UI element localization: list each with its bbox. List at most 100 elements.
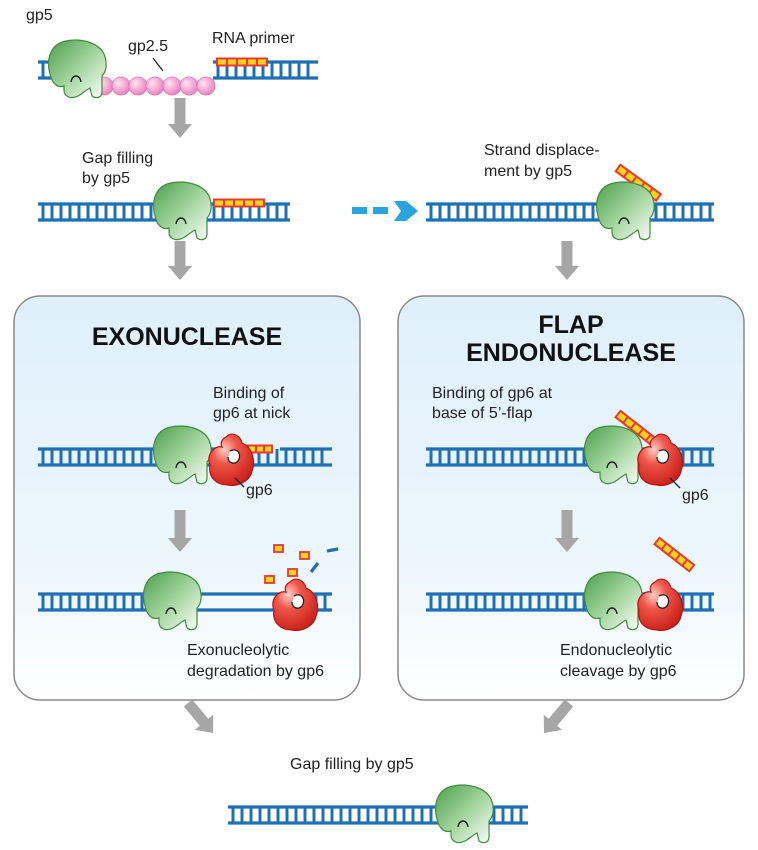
rna-fragment-piece [299,551,310,560]
rna-primers [213,57,696,573]
arrow-shape [168,98,192,138]
gp5-body [47,39,107,99]
rna-primer-divider [660,542,668,551]
dna-fragment [309,562,320,573]
rna-primer-divider [637,427,644,436]
gp5-polymerase [152,425,212,485]
arrow-shape [168,241,192,280]
dashed-arrow-head [394,201,418,221]
rna-primer-divider [674,553,682,562]
dna-fragment [326,547,339,553]
leader-lines [152,57,681,489]
gp6-right-leader-line [669,477,681,489]
rna-primer [216,57,268,67]
gp5-body [583,571,643,631]
rna-primer-strip [216,57,268,67]
rna-fragment-piece [273,544,284,553]
exo-binding-label-line1: Binding of [213,385,285,402]
gp6-pocket [656,594,670,609]
strand-displacement-label-line1: Strand displace- [484,142,600,159]
rna-primer-flap [653,536,696,573]
final-gap-filling-label: Gap filling by gp5 [290,756,414,773]
strand-displacement-label-line2: ment by gp5 [484,163,573,180]
rna-primer-strip [213,198,265,208]
dashed-arrow [352,201,418,221]
gp5-polymerase [595,181,655,241]
arrow-shape [543,699,574,733]
gp5-polymerase [152,181,212,241]
gp6-right-label: gp6 [682,487,709,504]
gp5-proteins [47,39,655,844]
process-arrow [183,699,214,733]
rna-primer-divider [681,558,688,567]
gp6-nuclease [208,433,255,486]
process-arrows [168,98,579,733]
process-arrow [555,510,579,552]
dna-duplex [426,202,714,222]
gp5-polymerase [583,571,643,631]
arrow-shape [555,510,579,552]
flap-endonuclease-title-line1: FLAP [538,311,604,339]
gp5-body [434,784,494,844]
rna-fragment [264,575,275,584]
gp5-thumb-line [618,217,630,225]
gp5-thumb-line [606,461,618,469]
process-arrow [168,98,192,138]
rna-primer-label: RNA primer [212,30,295,47]
gp6-left-label: gp6 [246,482,273,499]
exonuclease-panel [13,295,361,701]
gp6-pocket [227,449,241,464]
gp5-thumb-line [175,217,187,225]
gp6-nuclease [637,433,684,486]
gp5-body [152,181,212,241]
endo-cleavage-label-line1: Endonucleolytic [560,642,673,659]
gp25-bead [145,76,165,96]
rna-primer-divider [622,416,629,424]
rna-primer-divider [645,433,652,442]
rna-fragment-piece [264,575,275,584]
rna-primer-divider [629,422,637,430]
gp25-bead [128,76,148,96]
gp6-nuclease [637,578,684,631]
rna-fragment [299,551,310,560]
arrow-shape [183,699,214,733]
gp5-body [583,425,643,485]
gp25-chain [94,76,216,96]
gp6-nuclease [272,578,319,631]
flap-binding-label-line1: Binding of gp6 at [432,385,553,402]
exo-degradation-label-line1: Exonucleolytic [187,642,290,659]
arrow-shape [168,510,192,552]
gp25-bead [162,76,182,96]
rna-fragment [287,568,298,577]
gp25-bead [196,76,216,96]
rna-primer-divider [667,548,675,556]
gp5-thumb-line [175,461,187,469]
rna-fragment [273,544,284,553]
arrow-shape [555,241,579,280]
exo-degradation-label-line2: degradation by gp6 [187,663,324,680]
gp25-bead [179,76,199,96]
gp6-left-leader-line [234,477,245,488]
gp25-label: gp2.5 [128,38,169,55]
degraded-fragments [264,544,339,584]
gp5-thumb-line [165,607,177,615]
process-arrow [168,241,192,280]
process-arrow [168,510,192,552]
gp6-proteins [208,433,684,631]
gp5-body [595,181,655,241]
exo-binding-label-line2: gp6 at nick [213,405,291,422]
gp25-proteins [94,76,216,96]
gp5-thumb-line [606,607,618,615]
rna-fragment-piece [287,568,298,577]
flap-binding-label-line2: base of 5’-flap [432,405,533,422]
process-arrow [543,699,574,733]
gp6-pocket [656,449,670,464]
gp5-thumb-line [457,820,469,828]
gap-filling-label-line1: Gap filling [82,150,154,167]
gp6-pocket [291,594,305,609]
dashed-arrow-segment [352,207,367,214]
gp5-polymerase [583,425,643,485]
gp25-bead [111,76,131,96]
rna-primer [213,198,265,208]
